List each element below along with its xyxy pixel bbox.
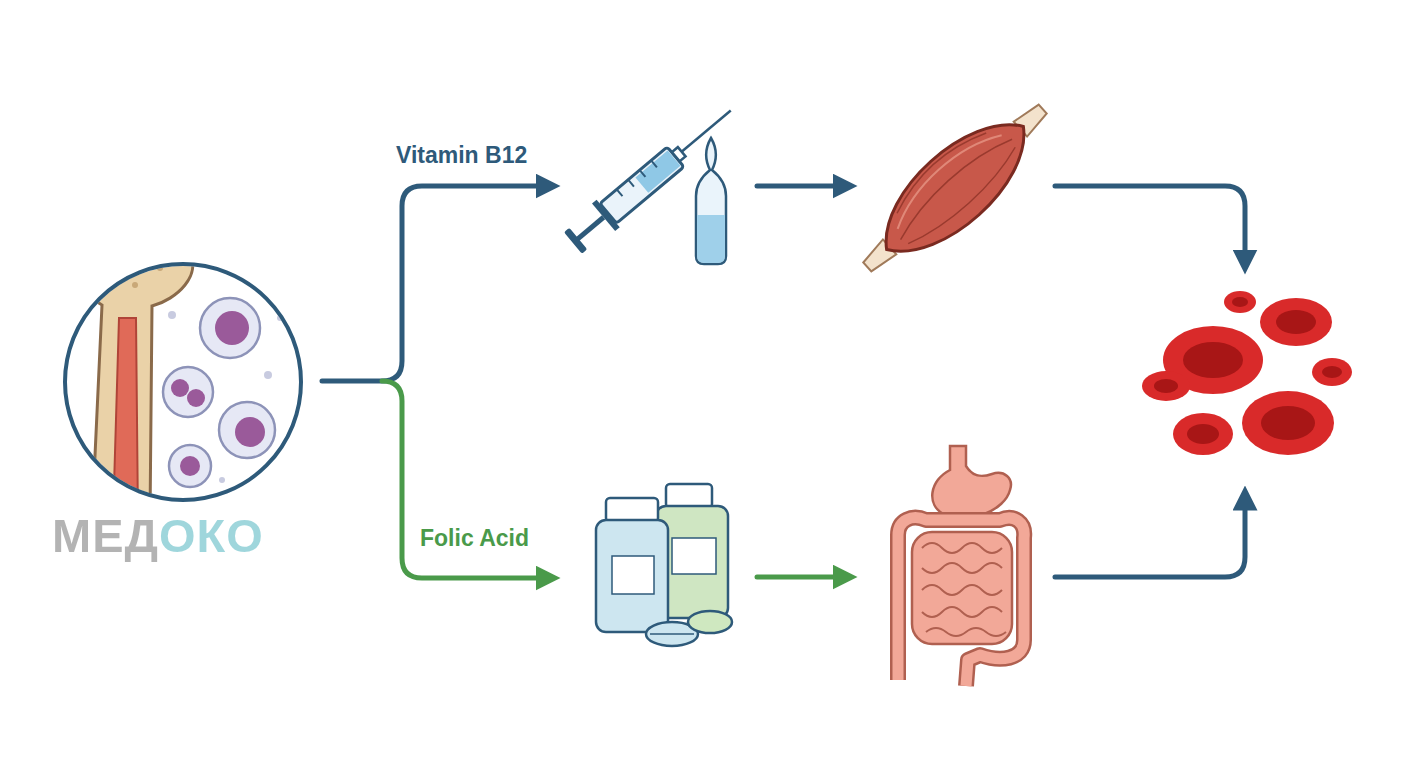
bone-marrow-illustration-part-part	[169, 445, 211, 487]
syringe-icon-part	[617, 189, 623, 196]
red-blood-cells-icon-part	[1312, 358, 1352, 386]
branch-label: Folic Acid	[420, 525, 529, 552]
ampoule-icon-part	[697, 215, 725, 263]
digestive-tract-icon-part	[898, 518, 1024, 686]
red-blood-cells-icon-part	[1276, 310, 1316, 334]
syringe-icon-part	[640, 170, 646, 177]
pill-bottles-icon-part	[688, 611, 732, 633]
pill-bottles-icon-part	[666, 484, 712, 508]
digestive-tract-icon-part	[932, 446, 1011, 518]
red-blood-cells-icon	[1142, 291, 1352, 455]
red-blood-cells-icon-part	[1173, 413, 1233, 455]
ampoule-icon	[696, 138, 726, 264]
red-blood-cells-icon-part	[1183, 342, 1243, 378]
red-blood-cells-icon-part	[1224, 291, 1256, 313]
branch-arrows-part	[1055, 186, 1245, 262]
syringe-icon-part	[628, 180, 634, 187]
ampoule-icon-part	[696, 138, 726, 264]
muscle-icon-part	[887, 123, 1002, 229]
bone-marrow-illustration-part-part	[219, 402, 275, 458]
bone-marrow-illustration-part-part	[168, 311, 176, 319]
syringe-icon-part	[679, 111, 731, 155]
pill-bottles-icon-part	[596, 520, 668, 632]
syringe-icon-part	[564, 228, 587, 254]
syringe-icon-part	[578, 217, 604, 239]
digestive-tract-icon-part	[912, 532, 1012, 644]
pill-bottles-icon-part	[672, 538, 716, 574]
bone-marrow-illustration-part-part	[171, 379, 189, 397]
red-blood-cells-icon-part	[1322, 366, 1342, 378]
red-blood-cells-icon-part	[1142, 371, 1190, 401]
muscle-icon-part	[889, 124, 986, 213]
pill-bottles-icon-part	[606, 498, 658, 522]
branch-arrows	[322, 186, 1245, 578]
branch-arrows-part	[382, 381, 548, 578]
red-blood-cells-icon-part	[1154, 379, 1178, 393]
bone-marrow-illustration-part-part	[132, 282, 138, 288]
bone-marrow-illustration-part-part	[180, 456, 200, 476]
branch-label: Vitamin B12	[396, 142, 527, 169]
muscle-icon	[843, 82, 1067, 293]
bone-marrow-illustration-part-part	[107, 267, 113, 273]
bone-marrow-illustration	[65, 234, 301, 520]
red-blood-cells-icon-part	[1232, 297, 1248, 307]
syringe-icon-part	[635, 150, 680, 192]
muscle-icon-part	[908, 147, 1022, 251]
bone-marrow-illustration-part-part	[215, 311, 249, 345]
syringe-icon-part	[651, 160, 657, 167]
digestive-tract-icon-part	[922, 543, 1006, 636]
bone-marrow-illustration-part-part	[187, 389, 205, 407]
branch-arrows-part	[322, 186, 548, 381]
branch-arrows-part	[757, 184, 845, 189]
digestive-tract-icon-part	[898, 518, 1024, 686]
branch-arrows-part	[757, 575, 845, 580]
branch-arrows-part	[1055, 498, 1245, 577]
pill-bottles-icon-part	[612, 556, 654, 594]
pill-bottles-icon	[596, 484, 732, 646]
bone-marrow-illustration-part-part	[264, 371, 272, 379]
red-blood-cells-icon-part	[1260, 298, 1332, 346]
bone-marrow-illustration-part-part	[92, 252, 98, 258]
digestive-tract-icon	[898, 446, 1024, 686]
bone-marrow-illustration-part-part	[235, 417, 265, 447]
red-blood-cells-icon-part	[1242, 391, 1334, 455]
bone-marrow-illustration-part-part	[163, 367, 213, 417]
red-blood-cells-icon-part	[1187, 424, 1219, 444]
syringe-icon-part	[600, 147, 684, 223]
bone-marrow-illustration-part	[65, 264, 301, 500]
muscle-icon-part	[893, 130, 1013, 239]
bone-marrow-illustration-part-part	[219, 477, 225, 483]
bone-marrow-illustration-part-part	[200, 298, 260, 358]
pill-bottles-icon-part	[650, 633, 694, 635]
watermark: МЕДОКО	[52, 508, 264, 563]
muscle-icon-part	[863, 100, 1048, 277]
red-blood-cells-icon-part	[1261, 406, 1315, 440]
